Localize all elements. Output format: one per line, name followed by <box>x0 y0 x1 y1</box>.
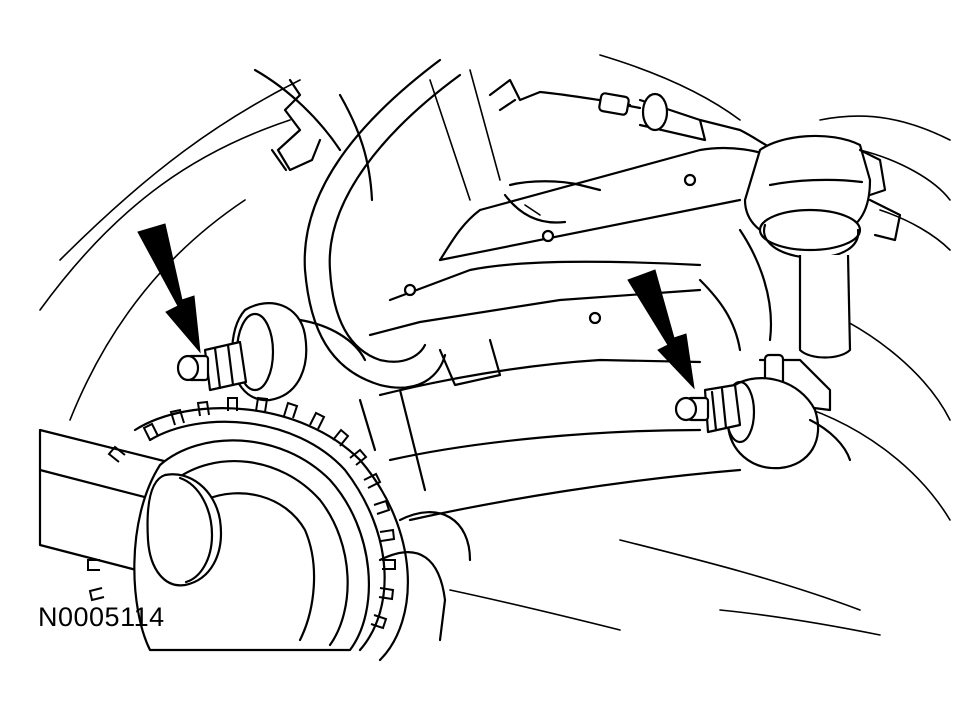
rear-nut-callout-arrow <box>627 269 695 390</box>
front-nut-callout-arrow <box>137 223 201 354</box>
brake-hose <box>303 58 462 389</box>
cv-joint-boot <box>133 439 472 652</box>
front-bushing <box>230 302 367 402</box>
front-mounting-nut <box>176 340 248 392</box>
upper-control-arm <box>368 146 782 337</box>
rear-mounting-nut <box>674 383 742 434</box>
figure-reference-number: N0005114 <box>38 602 165 632</box>
lower-arm <box>358 228 772 522</box>
upper-left-bracket <box>270 78 322 172</box>
ball-joint <box>598 92 902 359</box>
abs-tone-ring <box>87 396 409 662</box>
rear-bushing-bracket <box>724 353 852 470</box>
